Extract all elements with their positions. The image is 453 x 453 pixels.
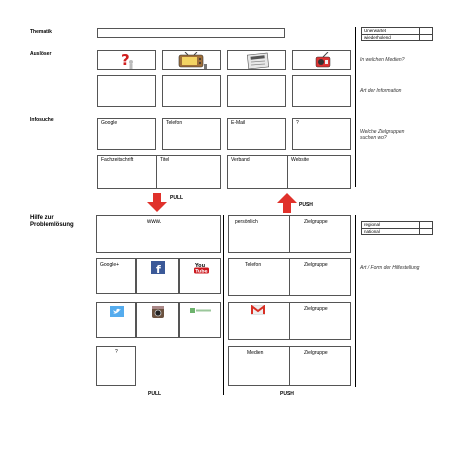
unerwartet-label: Unerwartet [364,28,387,33]
hilfe-box-telefon[interactable]: Telefon [228,258,290,296]
social-box-googleplus[interactable]: Google+ [96,258,136,294]
hilfe-question-box[interactable]: ? [96,346,136,386]
website-icon [190,308,211,313]
svg-text:Tube: Tube [195,269,207,275]
infosuche-box-titel[interactable]: Titel [156,155,221,189]
hilfe-box-zielgruppe-2[interactable]: Zielgruppe [289,258,351,296]
instagram-icon [152,306,164,318]
newspaper-icon [246,52,270,70]
cell-label: Titel [160,157,170,163]
social-box-instagram[interactable] [136,302,179,338]
right-divider [355,27,356,187]
infosuche-box-google[interactable]: Google [97,118,156,150]
note-art-info: Art der Information [360,88,402,94]
tv-icon [178,52,207,69]
pull-arrow-icon [147,193,167,212]
ausloeser-box-radio[interactable] [292,50,351,70]
social-box-website[interactable] [179,302,221,338]
infosuche-box-verband[interactable]: Verband [227,155,288,189]
cell-label: Zielgruppe [304,219,328,225]
medien-box-4[interactable] [292,75,351,107]
googleplus-label: Google+ [100,262,120,268]
cell-label: Zielgruppe [304,306,328,312]
hilfe-box-persoenlich[interactable]: persönlich [228,215,290,253]
ausloeser-box-question[interactable]: ? [97,50,156,70]
cell-label: Zielgruppe [304,262,328,268]
right-divider-lower [355,215,356,387]
hilfe-box-zielgruppe-3[interactable]: Zielgruppe [289,302,351,340]
hilfe-box-zielgruppe-1[interactable]: Zielgruppe [289,215,351,253]
cell-label: Google [101,120,118,126]
social-box-twitter[interactable] [96,302,136,338]
table-row: regional [362,222,432,229]
social-box-facebook[interactable]: f [136,258,179,294]
frequency-table: Unerwartet wiederholend [361,27,433,41]
cell-label: Zielgruppe [304,350,328,356]
cell-label: Medien [247,350,264,356]
footer-pull-label: PULL [148,391,162,397]
medien-box-2[interactable] [162,75,221,107]
infosuche-box-question[interactable]: ? [292,118,351,150]
center-divider [223,215,224,395]
www-label: www. [147,219,162,225]
footer-push-label: PUSH [280,391,294,397]
hilfe-box-medien[interactable]: Medien [228,346,290,386]
question-label: ? [115,349,118,355]
cell-label: E-Mail [231,120,246,126]
cell-label: Telefon [245,262,262,268]
question-person-icon: ? [121,52,133,69]
medien-box-1[interactable] [97,75,156,107]
www-box[interactable]: www. [96,215,221,253]
infosuche-box-telefon[interactable]: Telefon [162,118,221,150]
note-medien: In welchen Medien? [360,57,405,63]
hilfe-box-gmail[interactable] [228,302,290,340]
youtube-icon: You Tube [194,263,209,275]
infosuche-box-email[interactable]: E-Mail [227,118,286,150]
cell-label: Fachzeitschrift [101,157,134,163]
infosuche-box-website[interactable]: Website [287,155,351,189]
national-label: national [364,229,380,234]
label-thematik: Thematik [30,29,52,35]
push-label: PUSH [299,202,313,208]
table-row: Unerwartet [362,28,432,35]
svg-text:You: You [194,263,206,269]
cell-label: persönlich [235,219,258,225]
facebook-icon: f [151,261,165,274]
twitter-icon [110,306,124,317]
label-infosuche: Infosuche [30,117,54,123]
cell-label: Telefon [166,120,183,126]
regional-label: regional [364,222,381,227]
scope-table: regional national [361,221,433,235]
cell-label: Verband [231,157,250,163]
cell-label: Website [291,157,309,163]
label-ausloeser: Auslöser [30,51,52,57]
medien-box-3[interactable] [227,75,286,107]
table-row: national [362,229,432,235]
hilfe-box-zielgruppe-4[interactable]: Zielgruppe [289,346,351,386]
table-row: wiederholend [362,35,432,41]
cell-label: ? [296,120,299,126]
gmail-icon [251,305,265,315]
push-arrow-icon [277,193,297,213]
thematik-field[interactable] [97,28,285,38]
ausloeser-box-tv[interactable] [162,50,221,70]
wiederholend-label: wiederholend [364,35,391,40]
svg-text:?: ? [121,52,130,69]
note-zielgruppen: Welche Zielgruppen suchen wo? [360,129,405,141]
ausloeser-box-newspaper[interactable] [227,50,286,70]
radio-icon [315,52,331,68]
label-hilfe: Hilfe zur Problemlösung [30,215,74,228]
svg-text:f: f [156,263,161,274]
social-box-youtube[interactable]: You Tube [179,258,221,294]
infosuche-box-fachzeitschrift[interactable]: Fachzeitschrift [97,155,157,189]
note-art-form: Art / Form der Hilfestellung [360,265,420,271]
pull-label: PULL [170,195,184,201]
